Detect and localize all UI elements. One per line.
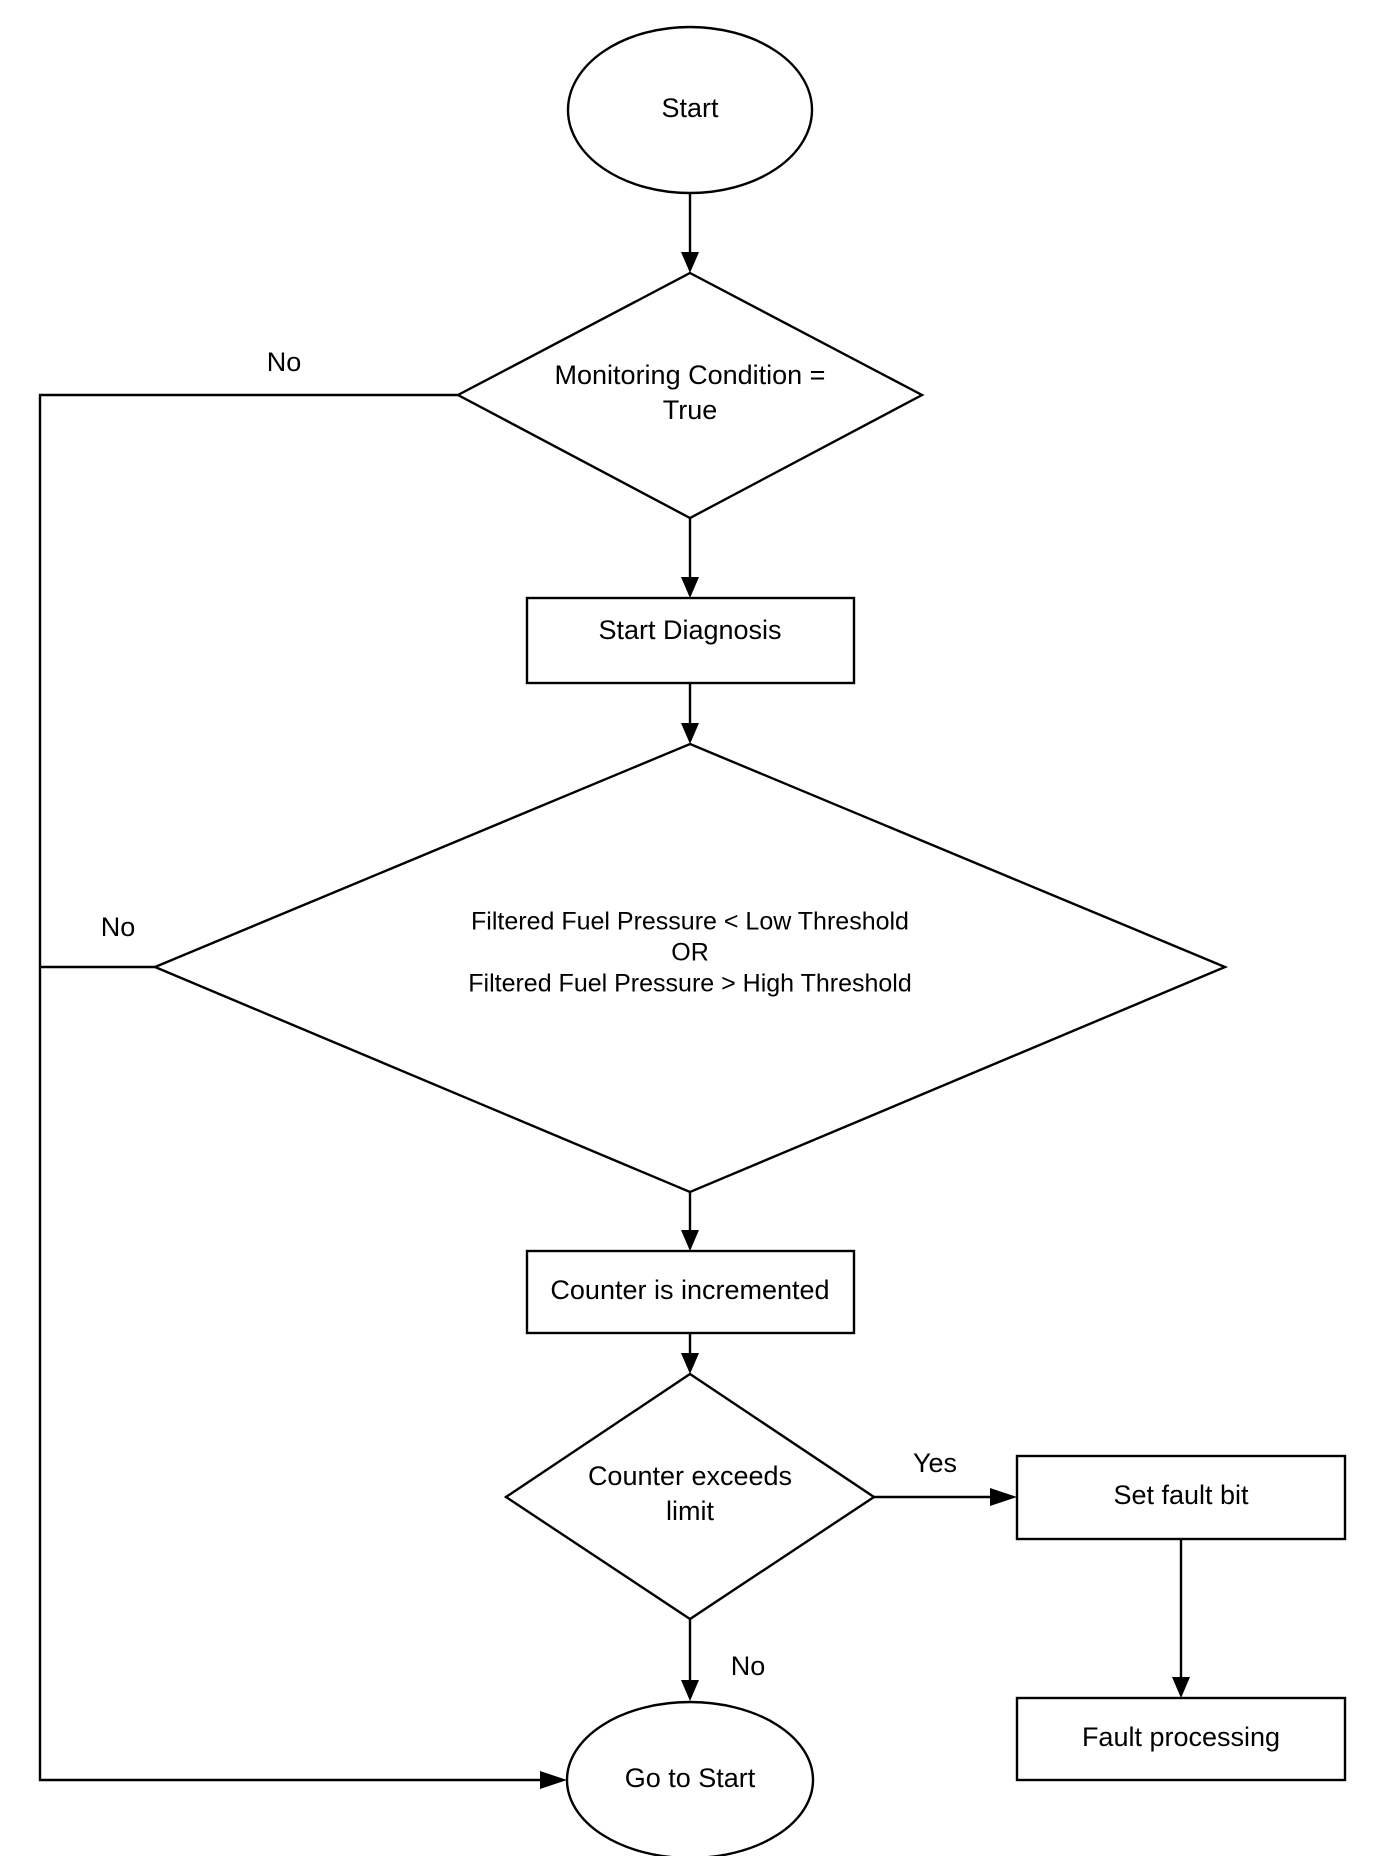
go-to-start-node: Go to Start [565, 1700, 815, 1856]
limit-no-label: No [731, 1651, 766, 1681]
monitoring-label-line-1: Monitoring Condition = [555, 360, 826, 390]
fault-processing-process: Fault processing [1015, 1696, 1347, 1782]
monitoring-no-label: No [267, 347, 302, 377]
connectors [38, 193, 1190, 1789]
pressure-no-label: No [101, 912, 136, 942]
set-fault-bit-label: Set fault bit [1113, 1480, 1249, 1510]
counter-incremented-process: Counter is incremented [525, 1249, 856, 1335]
pressure-label-line-2: OR [671, 939, 709, 967]
start-diagnosis-process: Start Diagnosis [525, 596, 856, 685]
pressure-label-line-1: Filtered Fuel Pressure < Low Threshold [471, 908, 909, 936]
go-to-start-label: Go to Start [625, 1763, 756, 1793]
counter-limit-decision: Counter exceeds limit [503, 1372, 877, 1621]
set-fault-bit-process: Set fault bit [1015, 1454, 1347, 1541]
counter-limit-label-line-1: Counter exceeds [588, 1461, 792, 1491]
start-node: Start [566, 25, 814, 195]
counter-incremented-label: Counter is incremented [550, 1275, 829, 1305]
start-label: Start [661, 93, 719, 123]
monitoring-label-line-2: True [663, 395, 718, 425]
monitoring-condition-decision: Monitoring Condition = True [455, 271, 925, 520]
start-diagnosis-label: Start Diagnosis [598, 615, 781, 645]
fuel-pressure-decision: Filtered Fuel Pressure < Low Threshold O… [151, 742, 1229, 1194]
limit-yes-label: Yes [913, 1448, 957, 1478]
fault-processing-label: Fault processing [1082, 1722, 1280, 1752]
pressure-label-line-3: Filtered Fuel Pressure > High Threshold [468, 970, 912, 998]
counter-limit-label-line-2: limit [666, 1496, 714, 1526]
